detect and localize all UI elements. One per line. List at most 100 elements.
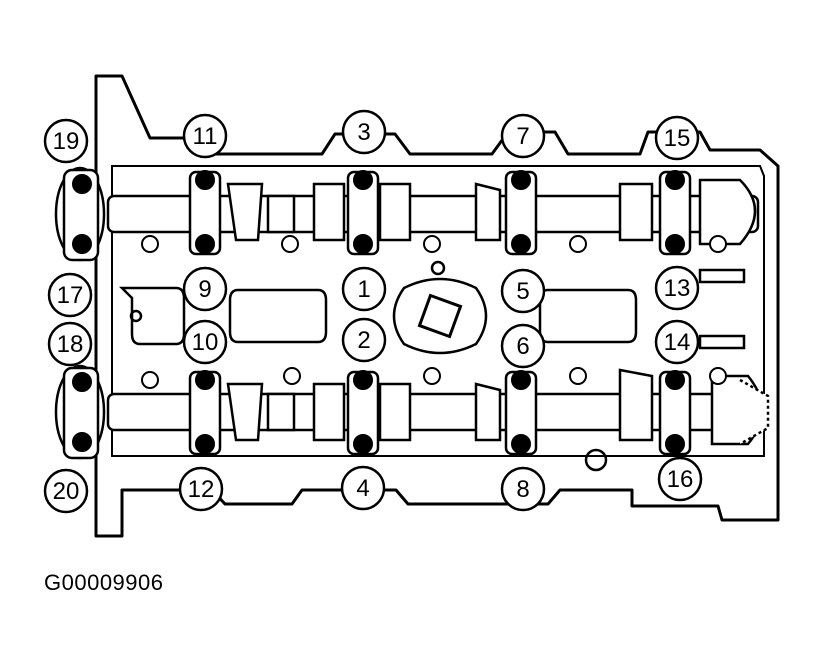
head-bolt [141,371,159,389]
callout-17: 17 [47,272,93,318]
cylinder-head-outline [94,74,780,538]
head-bolt [423,367,441,385]
cam-lobe-u3 [378,182,412,242]
cam-lobe-l5 [618,368,654,442]
head-bolt [569,235,587,253]
center-deck [118,260,746,472]
svg-text:2: 2 [357,327,370,354]
cam-lobe-u4 [474,182,502,242]
cap-bolt-13 [665,234,685,254]
cap-bolt-6 [511,370,531,390]
cam-lobe-u1 [226,182,264,242]
cap-bolt-11 [195,170,215,190]
cam-lobe-u5 [618,182,654,242]
cam-lobe-l2 [312,382,346,442]
casting-hole-bottom [584,448,608,472]
svg-text:12: 12 [188,476,215,503]
head-bolt [283,367,301,385]
drive-gear-lower [739,378,770,446]
center-square-drive [417,293,463,339]
cap-bolt-3 [353,170,373,190]
cap-bolt-14 [665,370,685,390]
callout-3: 3 [341,109,387,155]
svg-text:8: 8 [516,476,529,503]
cam-lobe-u2 [312,182,346,242]
svg-text:14: 14 [664,329,691,356]
svg-text:1: 1 [357,276,370,303]
cap-bolt-2 [353,370,373,390]
deck-opening-2 [228,288,328,344]
cap-bolt-12 [195,434,215,454]
camshaft-upper [54,166,760,262]
callout-5: 5 [500,268,546,314]
svg-text:4: 4 [356,475,369,502]
cap-bolt-17 [72,234,92,254]
svg-text:5: 5 [516,278,529,305]
cap-bolt-1 [353,234,373,254]
callout-20: 20 [43,468,89,514]
cap-bolt-19 [72,174,92,194]
svg-text:7: 7 [516,123,529,150]
cam-lobe-l1 [226,382,264,442]
callout-16: 16 [657,456,703,502]
cap-bolt-18 [72,372,92,392]
callout-4: 4 [340,465,386,511]
cam-lobe-l4 [474,382,502,442]
head-bolts [141,235,727,389]
callout-1: 1 [341,266,387,312]
callout-14: 14 [654,319,700,365]
callouts: 19 11 3 7 15 17 9 1 5 13 18 10 2 6 14 20… [43,109,703,514]
dowel-hole-top [430,260,446,276]
svg-text:15: 15 [664,125,691,152]
deck-slot-right [698,268,746,284]
cap-bolt-5 [511,234,531,254]
cap-bolt-7 [511,170,531,190]
svg-text:6: 6 [516,333,529,360]
callout-12: 12 [178,466,224,512]
svg-text:9: 9 [198,276,211,303]
svg-text:18: 18 [57,331,84,358]
svg-text:16: 16 [667,466,694,493]
svg-text:17: 17 [57,282,84,309]
callout-11: 11 [182,113,228,159]
callout-8: 8 [500,466,546,512]
callout-2: 2 [341,317,387,363]
center-boss [392,277,488,355]
cap-bolt-15 [665,170,685,190]
head-bolt [709,235,727,253]
cap-bolt-16 [665,434,685,454]
figure-id-label: G00009906 [44,570,164,595]
deck-opening-left [118,286,186,346]
callout-19: 19 [43,118,89,164]
svg-text:10: 10 [192,329,219,356]
cap-bolt-8 [511,434,531,454]
callout-9: 9 [182,266,228,312]
callout-7: 7 [500,113,546,159]
head-bolt [281,235,299,253]
cap-bolt-4 [353,434,373,454]
cap-bolt-10 [195,370,215,390]
numbered-cap-bolts [72,170,685,454]
svg-text:20: 20 [53,478,80,505]
deck-slot-right-2 [698,334,746,350]
cam-lobe-l3 [378,382,412,442]
deck-opening-3 [538,288,638,344]
dowel-hole-left [129,309,143,323]
callout-18: 18 [47,321,93,367]
svg-text:3: 3 [357,119,370,146]
svg-text:13: 13 [664,275,691,302]
svg-text:19: 19 [53,128,80,155]
svg-text:11: 11 [193,123,218,150]
hex-nut-upper [266,194,296,234]
head-bolt [709,367,727,385]
cap-bolt-20 [72,432,92,452]
cam-lobe-u6 [698,178,757,246]
head-bolt [569,367,587,385]
head-bolt [423,235,441,253]
head-bolt [141,235,159,253]
callout-15: 15 [654,115,700,161]
hex-nut-lower [266,392,296,432]
cap-bolt-9 [195,234,215,254]
